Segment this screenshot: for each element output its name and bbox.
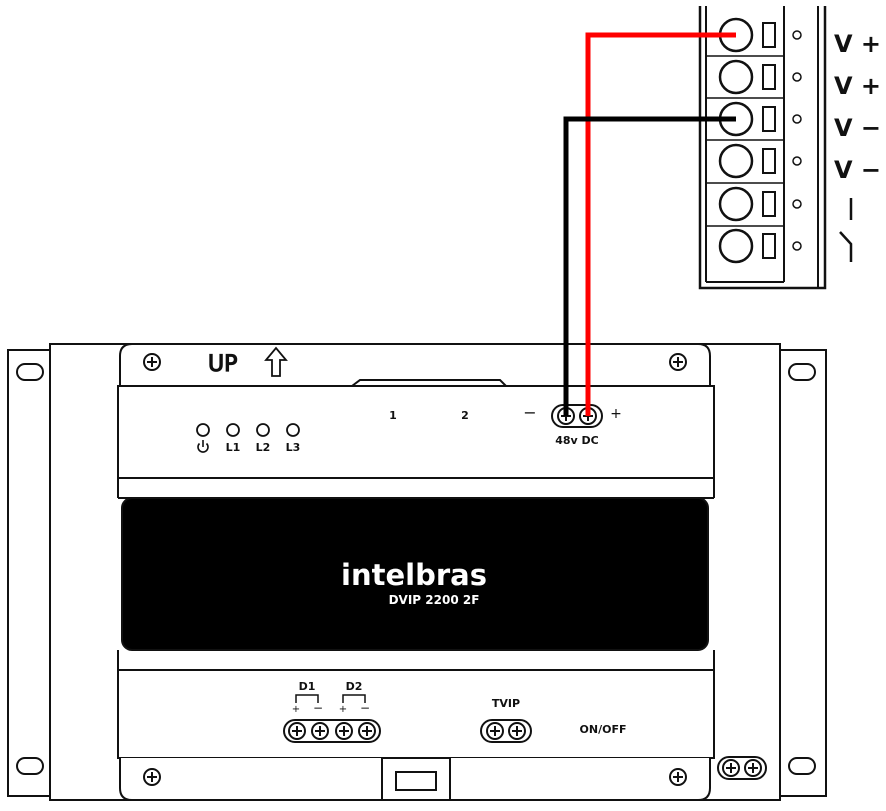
front-display-panel bbox=[121, 497, 709, 651]
brand-logo: intelbras bbox=[341, 558, 487, 592]
status-leds: L1 L2 L3 bbox=[196, 423, 301, 454]
svg-text:+: + bbox=[339, 704, 347, 715]
power-supply-terminal-block: V + V + V − V − bbox=[698, 6, 881, 290]
onoff-label: ON/OFF bbox=[580, 723, 627, 736]
screw-icon bbox=[669, 353, 687, 371]
negative-wire bbox=[563, 116, 736, 416]
psu-terminal bbox=[718, 143, 802, 179]
led-label-l3: L3 bbox=[286, 441, 301, 454]
psu-terminal bbox=[718, 228, 802, 264]
mount-slot-icon bbox=[16, 757, 44, 775]
power-icon bbox=[197, 440, 209, 453]
ground-symbol-icon bbox=[839, 198, 853, 262]
port-label-1: 1 bbox=[389, 409, 397, 422]
port-label-2: 2 bbox=[461, 409, 469, 422]
screw-icon bbox=[669, 768, 687, 786]
psu-label-v-minus-1: V − bbox=[834, 114, 881, 142]
screw-icon bbox=[288, 722, 306, 740]
svg-text:−: − bbox=[360, 701, 370, 715]
d1-label: D1 bbox=[299, 680, 316, 693]
svg-text:+: + bbox=[292, 704, 300, 715]
up-label: UP bbox=[208, 352, 237, 377]
led-l1 bbox=[226, 423, 240, 437]
power-label: 48v DC bbox=[555, 434, 599, 447]
led-power bbox=[196, 423, 210, 437]
led-l3 bbox=[286, 423, 300, 437]
power-minus-sign: − bbox=[523, 403, 536, 422]
tvip-terminal: TVIP bbox=[480, 697, 532, 743]
screw-icon bbox=[143, 768, 161, 786]
door-terminals: D1 D2 + − + − bbox=[283, 680, 381, 743]
screw-icon bbox=[358, 722, 376, 740]
led-l2 bbox=[256, 423, 270, 437]
svg-text:−: − bbox=[313, 701, 323, 715]
screw-icon bbox=[311, 722, 329, 740]
up-arrow-icon bbox=[264, 346, 288, 377]
aux-terminal bbox=[717, 756, 767, 780]
screw-icon bbox=[486, 722, 504, 740]
model-label: DVIP 2200 2F bbox=[389, 593, 480, 607]
d2-label: D2 bbox=[346, 680, 363, 693]
psu-label-v-plus-2: V + bbox=[834, 72, 881, 100]
positive-wire bbox=[585, 32, 736, 416]
power-plus-sign: + bbox=[610, 406, 622, 422]
device-enclosure bbox=[7, 343, 827, 801]
psu-terminal bbox=[718, 59, 802, 95]
psu-label-v-plus-1: V + bbox=[834, 30, 881, 58]
psu-terminal bbox=[718, 186, 802, 222]
tvip-label: TVIP bbox=[492, 697, 520, 710]
psu-label-v-minus-2: V − bbox=[834, 156, 881, 184]
screw-icon bbox=[508, 722, 526, 740]
led-label-l1: L1 bbox=[226, 441, 241, 454]
led-label-l2: L2 bbox=[256, 441, 271, 454]
mount-slot-icon bbox=[788, 363, 816, 381]
screw-icon bbox=[143, 353, 161, 371]
screw-icon bbox=[335, 722, 353, 740]
mount-slot-icon bbox=[16, 363, 44, 381]
mount-slot-icon bbox=[788, 757, 816, 775]
